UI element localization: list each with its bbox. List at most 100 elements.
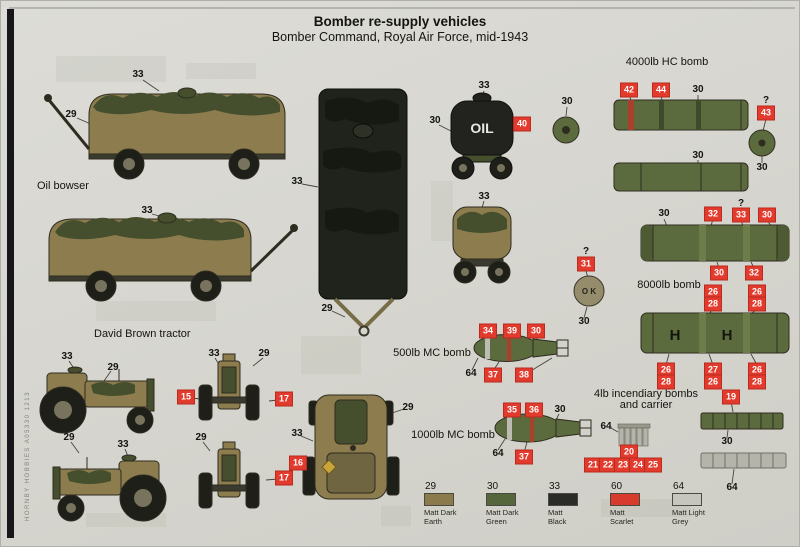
paint-callout: 64 — [465, 368, 477, 379]
paint-callout-boxed: 30 — [709, 265, 729, 281]
bomb-8000lb-section-1 — [640, 224, 790, 262]
paint-callout-boxed: 35 — [502, 402, 522, 418]
paint-callout-boxed: 28 — [747, 296, 767, 312]
legend-swatch — [548, 493, 578, 506]
section-label: and carrier — [619, 399, 673, 411]
legend-swatch — [486, 493, 516, 506]
bomb-8000lb-section-2: H H — [640, 312, 790, 354]
paint-callout: 33 — [61, 351, 73, 362]
paint-callout-boxed: 17 — [274, 391, 294, 407]
section-label: 8000lb bomb — [637, 279, 701, 291]
oil-bowser-rear-view — [452, 206, 512, 284]
bomb-4000lb-nose-view — [748, 129, 776, 157]
paint-callout-boxed: 32 — [744, 265, 764, 281]
paint-callout: 30 — [756, 162, 768, 173]
paint-callout-boxed: 43 — [756, 105, 776, 121]
paint-callout: 30 — [429, 115, 441, 126]
paint-callout: 33 — [141, 205, 153, 216]
bomb-500lb — [473, 334, 569, 362]
tractor-front-view-2 — [198, 441, 260, 509]
legend-swatch — [424, 493, 454, 506]
bomb-1000lb — [494, 413, 592, 443]
paint-callout-boxed: 30 — [757, 207, 777, 223]
oil-bowser-side-view-2 — [48, 212, 298, 302]
paint-callout: 30 — [658, 208, 670, 219]
paint-callout-boxed: 40 — [512, 116, 532, 132]
tractor-side-view-2 — [52, 454, 167, 522]
paint-callout: 30 — [692, 150, 704, 161]
tractor-front-view-1 — [198, 353, 260, 421]
paint-callout: ? — [582, 246, 590, 257]
incendiary-carrier-1 — [700, 412, 784, 430]
section-label: 4lb incendiary bombs — [594, 388, 698, 400]
oil-marking: OIL — [470, 120, 494, 136]
edge-registration-bar — [7, 9, 14, 538]
paint-callout-boxed: 36 — [524, 402, 544, 418]
paint-callout-boxed: 17 — [274, 470, 294, 486]
paint-callout-boxed: 39 — [502, 323, 522, 339]
paint-callout: 30 — [578, 316, 590, 327]
legend-number: 64 — [673, 481, 685, 492]
paint-callout: 30 — [561, 96, 573, 107]
legend-swatch — [672, 493, 702, 506]
paint-callout: 29 — [258, 348, 270, 359]
incendiary-carrier-2 — [700, 452, 787, 469]
paint-callout-boxed: 34 — [478, 323, 498, 339]
paint-callout-boxed: 28 — [747, 374, 767, 390]
oil-bowser-front-view: OIL — [450, 92, 514, 180]
section-label: David Brown tractor — [94, 328, 191, 340]
paint-callout-boxed: 30 — [526, 323, 546, 339]
oil-bowser-side-view-1 — [44, 87, 286, 180]
paint-callout-boxed: 38 — [514, 367, 534, 383]
paint-callout: 29 — [402, 402, 414, 413]
paint-callout: 33 — [291, 176, 303, 187]
paint-callout-boxed: 44 — [651, 82, 671, 98]
paint-callout: 30 — [721, 436, 733, 447]
paint-callout: 33 — [478, 191, 490, 202]
paint-callout-boxed: 37 — [514, 449, 534, 465]
bomb-4000lb-side-1 — [613, 99, 749, 131]
ok-marking: O K — [582, 287, 596, 296]
paint-callout-boxed: 37 — [483, 367, 503, 383]
legend-number: 30 — [487, 481, 499, 492]
sheet-subtitle: Bomber Command, Royal Air Force, mid-194… — [271, 30, 529, 44]
legend-number: 33 — [549, 481, 561, 492]
paint-callout-boxed: 15 — [176, 389, 196, 405]
paint-callout-boxed: 25 — [643, 457, 663, 473]
paint-callout: 30 — [554, 404, 566, 415]
edge-print: HORNBY HOBBIES A05330 1213 — [25, 391, 31, 521]
paint-callout: 64 — [600, 421, 612, 432]
paint-callout: 33 — [117, 439, 129, 450]
legend-number: 60 — [611, 481, 623, 492]
paint-callout: 30 — [692, 84, 704, 95]
section-label: 4000lb HC bomb — [625, 56, 709, 68]
paint-callout: 33 — [478, 80, 490, 91]
paint-callout-boxed: 21 — [583, 457, 603, 473]
h-marking: H — [670, 327, 681, 344]
oil-bowser-top-view — [318, 88, 408, 337]
paint-callout: ? — [762, 95, 770, 106]
bomb-4000lb-side-2 — [613, 162, 749, 192]
paint-callout: 33 — [291, 428, 303, 439]
incendiary-cluster — [617, 423, 651, 447]
paint-callout: 64 — [726, 482, 738, 493]
paint-callout-boxed: 19 — [721, 389, 741, 405]
tractor-top-view — [302, 394, 400, 500]
legend-name: Matt Black — [548, 508, 567, 526]
section-label: 1000lb MC bomb — [411, 429, 495, 441]
paint-callout-boxed: 22 — [598, 457, 618, 473]
legend-swatch — [610, 493, 640, 506]
paint-callout-boxed: 42 — [619, 82, 639, 98]
paint-callout: 29 — [65, 109, 77, 120]
paint-callout: 33 — [208, 348, 220, 359]
